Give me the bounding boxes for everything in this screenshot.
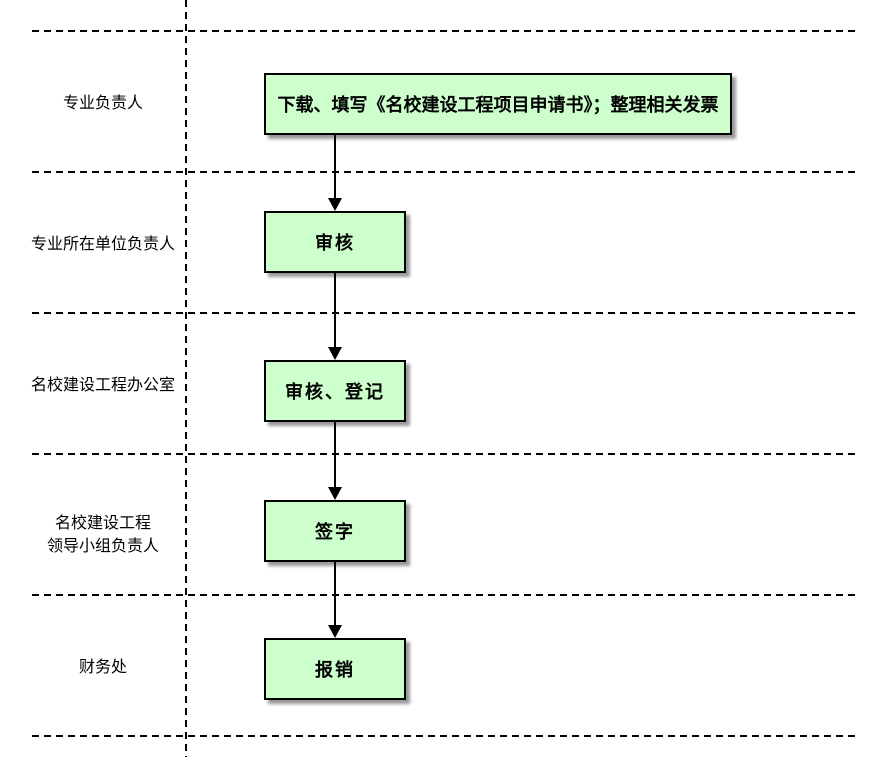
lane-divider-bottom [32,735,857,737]
flow-arrow-3-arrowhead-icon [328,487,342,500]
step-box-4-label: 签字 [315,522,355,542]
flow-arrow-2-arrowhead-icon [328,347,342,360]
lane-label-2: 专业所在单位负责人 [30,236,175,253]
step-box-2-label: 审核 [315,233,355,253]
lane-divider-4 [32,594,857,596]
flow-arrow-2-line [334,273,336,347]
flow-arrow-4-line [334,562,336,625]
lane-label-4-line-1: 名校建设工程 [54,515,151,532]
flow-arrow-1-line [334,135,336,198]
step-box-3-label: 审核、登记 [285,382,385,402]
lane-label-4: 名校建设工程 领导小组负责人 [20,512,186,558]
step-box-review: 审核 [264,211,406,273]
lane-label-4-line-2: 领导小组负责人 [46,538,159,555]
lane-label-5: 财务处 [78,659,127,676]
flow-arrow-1-arrowhead-icon [328,198,342,211]
lane-divider-1 [32,171,857,173]
lane-divider-2 [32,312,857,314]
lane-label-3: 名校建设工程办公室 [30,377,175,394]
flow-arrow-3-line [334,422,336,487]
step-box-5-label: 报销 [315,660,355,680]
flow-arrow-4-arrowhead-icon [328,625,342,638]
lane-divider-top [32,30,857,32]
step-box-download-fill-application: 下载、填写《名校建设工程项目申请书》；整理相关发票 [264,73,732,135]
step-box-review-register: 审核、登记 [264,360,406,422]
step-box-reimburse: 报销 [264,638,406,700]
step-box-sign: 签字 [264,500,406,562]
lane-label-1: 专业负责人 [62,95,143,112]
lane-divider-3 [32,453,857,455]
step-box-1-label: 下载、填写《名校建设工程项目申请书》；整理相关发票 [277,95,719,115]
swimlane-vertical-separator [185,0,187,757]
